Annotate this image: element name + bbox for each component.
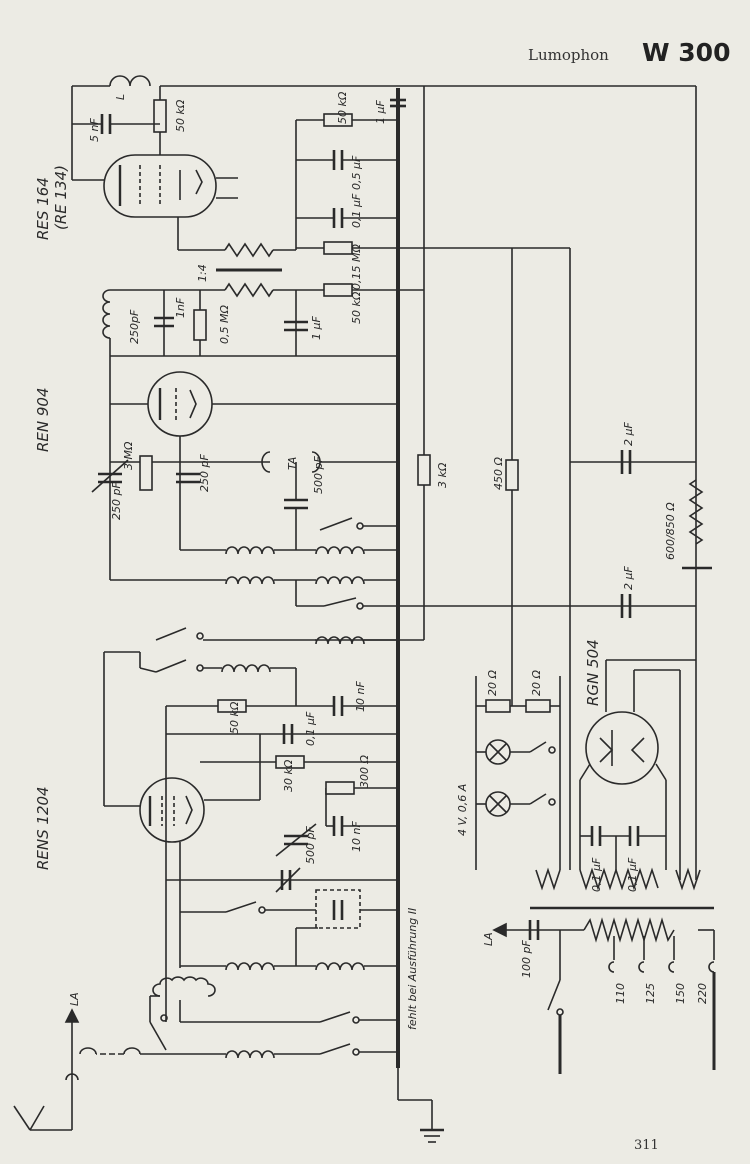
label-50k-top: 50 kΩ <box>174 99 187 132</box>
label-10nf-b: 10 nF <box>350 821 363 852</box>
label-5nf: 5 nF <box>88 118 101 142</box>
tube-label-res164: RES 164 <box>34 177 52 240</box>
label-tap-220: 220 <box>696 983 709 1004</box>
page-number: 311 <box>634 1138 659 1153</box>
label-500pf-a: 500 pF <box>312 456 325 494</box>
model-name: W 300 <box>642 38 731 67</box>
tube-label-rgn504: RGN 504 <box>584 639 602 706</box>
label-ratio: 1:4 <box>196 264 209 282</box>
label-50k-3: 50 kΩ <box>350 291 363 324</box>
tube-rgn504 <box>585 711 659 785</box>
label-05uf: 0,5 μF <box>350 155 363 190</box>
label-450: 450 Ω <box>492 457 505 490</box>
label-l: L <box>114 94 127 100</box>
label-1nf: 1nF <box>174 297 187 318</box>
label-2uf-b: 2 μF <box>622 566 635 590</box>
ground-rail <box>396 88 444 1143</box>
label-la-right: LA <box>482 932 495 946</box>
label-2uf-a: 2 μF <box>622 422 635 446</box>
tube-label-ren904: REN 904 <box>34 387 52 452</box>
label-30k: 30 kΩ <box>282 759 295 792</box>
label-3m: 3 MΩ <box>122 441 135 470</box>
label-01uf-3: 0,1 μF <box>590 857 603 892</box>
label-015m: 0,15 MΩ <box>350 244 363 290</box>
label-250pf-a: 250pF <box>128 309 141 344</box>
label-tap-110: 110 <box>614 983 627 1004</box>
label-ta: TA <box>286 457 299 470</box>
label-250pf-c: 250 pF <box>198 454 211 492</box>
label-01uf-4: 0,1 μF <box>626 857 639 892</box>
label-note: fehlt bei Ausführung II <box>406 908 419 1030</box>
label-500pf-b: 500 pF <box>304 826 317 864</box>
label-50k-4: 50 kΩ <box>228 701 241 734</box>
label-01uf-2: 0,1 μF <box>304 711 317 746</box>
label-50k-2: 50 kΩ <box>336 91 349 124</box>
tube-label-rens1204: RENS 1204 <box>34 786 52 870</box>
label-300: 300 Ω <box>358 755 371 788</box>
label-3k: 3 kΩ <box>436 462 449 488</box>
label-1uf-2: 1 μF <box>310 316 323 340</box>
tube-res164 <box>103 154 238 218</box>
label-lamp: 4 V, 0,6 A <box>456 784 469 836</box>
tube-rens1204 <box>139 777 205 843</box>
label-tap-150: 150 <box>674 983 687 1004</box>
label-tap-125: 125 <box>644 983 657 1004</box>
label-01uf: 0,1 μF <box>350 193 363 228</box>
label-20-b: 20 Ω <box>530 670 543 696</box>
label-20-a: 20 Ω <box>486 670 499 696</box>
maker-name: Lumophon <box>528 46 609 64</box>
label-250pf-b: 250 pF <box>110 482 123 520</box>
tube-label-re134: (RE 134) <box>52 165 70 230</box>
label-10nf-a: 10 nF <box>354 681 367 712</box>
label-100pf: 100 pF <box>520 940 533 978</box>
label-1uf-top: 1 μF <box>374 100 387 124</box>
label-600-850: 600/850 Ω <box>664 502 677 560</box>
label-05m: 0,5 MΩ <box>218 305 231 344</box>
label-la-left: LA <box>68 992 81 1006</box>
